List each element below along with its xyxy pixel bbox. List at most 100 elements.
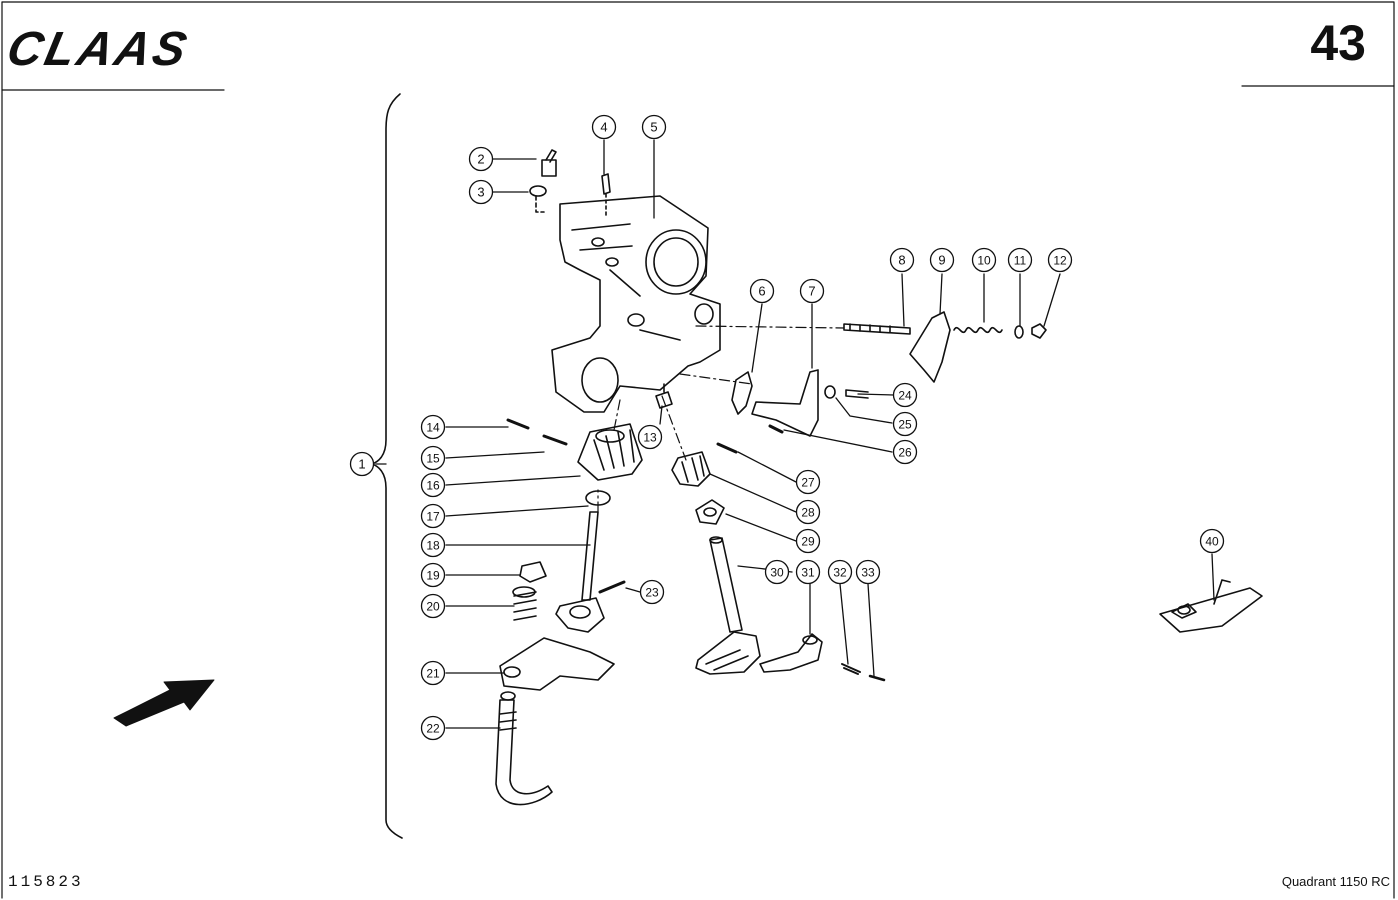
- callout-circle: [420, 715, 446, 741]
- callout-label: 13: [643, 431, 657, 445]
- callout-label: 16: [426, 479, 440, 493]
- bevel-gear-large: [577, 423, 643, 481]
- main-housing-part: [551, 195, 721, 413]
- callout-21: 21: [420, 660, 446, 686]
- callout-circle: [591, 114, 617, 140]
- callout-circle: [420, 445, 446, 471]
- model-name: Quadrant 1150 RC: [1281, 874, 1390, 889]
- callout-17: 17: [420, 503, 446, 529]
- bevel-gear-small: [671, 442, 738, 487]
- callout-label: 4: [600, 120, 607, 135]
- callout-circle: [795, 559, 821, 585]
- callout-label: 22: [426, 722, 440, 736]
- callout-label: 40: [1205, 535, 1219, 549]
- callout-circle: [795, 528, 821, 554]
- shaft-assembly-18: [555, 490, 626, 633]
- callout-4: 4: [591, 114, 617, 140]
- callout-label: 9: [938, 253, 945, 268]
- callout-label: 1: [358, 457, 365, 472]
- callout-label: 21: [426, 667, 440, 681]
- direction-arrow-icon: [113, 679, 215, 727]
- callout-label: 10: [977, 254, 991, 268]
- callout-label: 5: [650, 120, 657, 135]
- callout-24: 24: [892, 382, 918, 408]
- callout-label: 12: [1053, 254, 1067, 268]
- callout-circle: [468, 179, 494, 205]
- callout-circle: [639, 579, 665, 605]
- assembly-bracket: [371, 93, 403, 839]
- callout-40: 40: [1199, 528, 1225, 554]
- callout-circle: [855, 559, 881, 585]
- callout-label: 2: [477, 152, 484, 167]
- callout-circle: [420, 562, 446, 588]
- callout-label: 15: [426, 452, 440, 466]
- callout-circle: [420, 660, 446, 686]
- callout-label: 3: [477, 185, 484, 200]
- callout-label: 28: [801, 506, 815, 520]
- callout-32: 32: [827, 559, 853, 585]
- callout-label: 11: [1014, 254, 1027, 268]
- callout-circle: [641, 114, 667, 140]
- callout-circle: [1047, 247, 1073, 273]
- callout-33: 33: [855, 559, 881, 585]
- rod-spring-assembly: [843, 311, 1047, 383]
- callout-label: 23: [645, 586, 659, 600]
- callout-27: 27: [795, 469, 821, 495]
- callout-15: 15: [420, 445, 446, 471]
- callout-circle: [889, 247, 915, 273]
- pin-15: [542, 434, 568, 446]
- callout-circle: [795, 499, 821, 525]
- callout-12: 12: [1047, 247, 1073, 273]
- callout-10: 10: [971, 247, 997, 273]
- callout-9: 9: [929, 247, 955, 273]
- callout-label: 17: [426, 510, 440, 524]
- page-number: 43: [1310, 15, 1366, 71]
- callout-circle: [929, 247, 955, 273]
- shaft-assembly-30: [695, 499, 761, 675]
- callout-18: 18: [420, 532, 446, 558]
- callout-11: 11: [1007, 247, 1033, 273]
- leader-lines: [375, 139, 1215, 729]
- callout-circle: [420, 472, 446, 498]
- callout-circle: [420, 414, 446, 440]
- callout-label: 6: [758, 284, 765, 299]
- callout-circle: [749, 278, 775, 304]
- callout-16: 16: [420, 472, 446, 498]
- callout-label: 25: [898, 418, 912, 432]
- callout-26: 26: [892, 439, 918, 465]
- callout-label: 33: [861, 566, 875, 580]
- callout-circle: [1199, 528, 1225, 554]
- callout-circle: [892, 439, 918, 465]
- callout-label: 29: [801, 535, 815, 549]
- callout-circle: [795, 469, 821, 495]
- callout-23: 23: [639, 579, 665, 605]
- callout-8: 8: [889, 247, 915, 273]
- callout-label: 8: [898, 253, 905, 268]
- bolt-and-washer: [529, 149, 611, 217]
- nut-spring-lever: [499, 561, 615, 691]
- callout-label: 30: [770, 566, 784, 580]
- callout-circle: [420, 532, 446, 558]
- grease-fitting-13: [655, 383, 673, 409]
- lever-31-spring-pin: [759, 633, 886, 682]
- callout-25: 25: [892, 411, 918, 437]
- callout-19: 19: [420, 562, 446, 588]
- callout-circle: [892, 382, 918, 408]
- callout-circle: [827, 559, 853, 585]
- callout-circle: [764, 559, 790, 585]
- callout-label: 20: [426, 600, 440, 614]
- callout-14: 14: [420, 414, 446, 440]
- callout-circle: [892, 411, 918, 437]
- callout-label: 14: [426, 421, 440, 435]
- callout-31: 31: [795, 559, 821, 585]
- callout-28: 28: [795, 499, 821, 525]
- callout-13: 13: [637, 424, 663, 450]
- callout-circle: [1007, 247, 1033, 273]
- drawing-number: 115823: [8, 873, 84, 891]
- callout-1: 1: [349, 451, 375, 477]
- alignment-lines: [597, 325, 845, 513]
- crank-handle-22: [495, 691, 553, 806]
